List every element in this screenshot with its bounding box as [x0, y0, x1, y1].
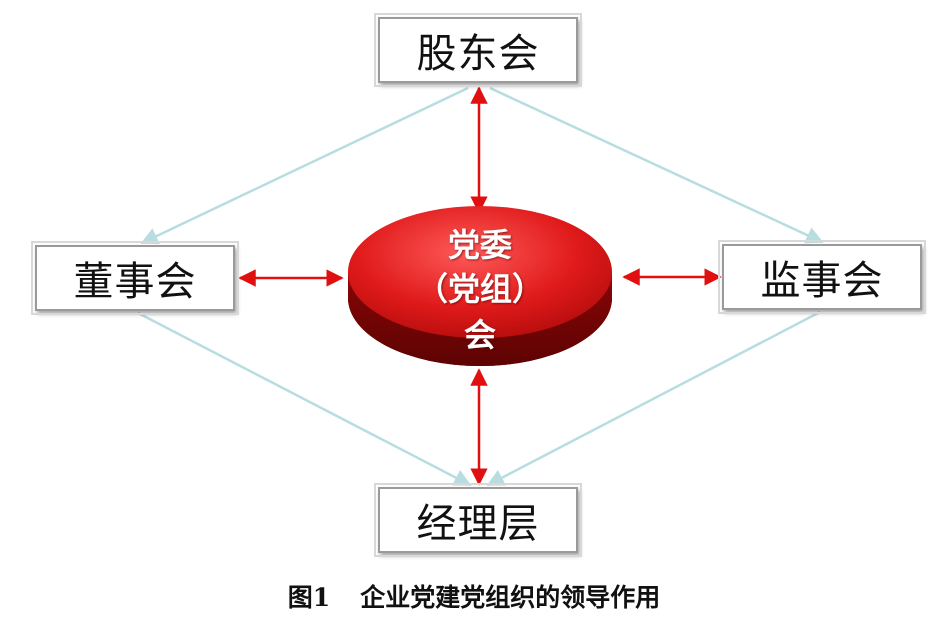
shareholders-meeting-label: 股东会: [416, 31, 540, 77]
board-of-supervisors-box: 监事会: [718, 240, 926, 314]
figure-number: 图1: [287, 583, 331, 612]
figure-caption: 图1 企业党建党组织的领导作用: [0, 578, 948, 614]
party-committee-label-line2: （党组）: [415, 270, 544, 308]
board-of-supervisors-label: 监事会: [760, 258, 884, 304]
figure-title: 企业党建党组织的领导作用: [360, 583, 661, 612]
board-of-directors-label: 董事会: [73, 259, 197, 305]
center-disc: [348, 206, 612, 366]
link-right-bottom: [486, 310, 821, 487]
shareholders-meeting-box: 股东会: [374, 13, 582, 87]
management-label: 经理层: [416, 501, 540, 547]
link-top-right: [489, 86, 824, 244]
diagram-canvas: [137, 86, 824, 487]
party-committee-label-line3: 会: [463, 316, 496, 354]
link-top-left: [140, 86, 469, 245]
management-box: 经理层: [374, 483, 582, 557]
board-of-directors-box: 董事会: [31, 241, 239, 315]
party-committee-label-line1: 党委: [447, 226, 512, 264]
link-left-bottom: [137, 311, 472, 487]
